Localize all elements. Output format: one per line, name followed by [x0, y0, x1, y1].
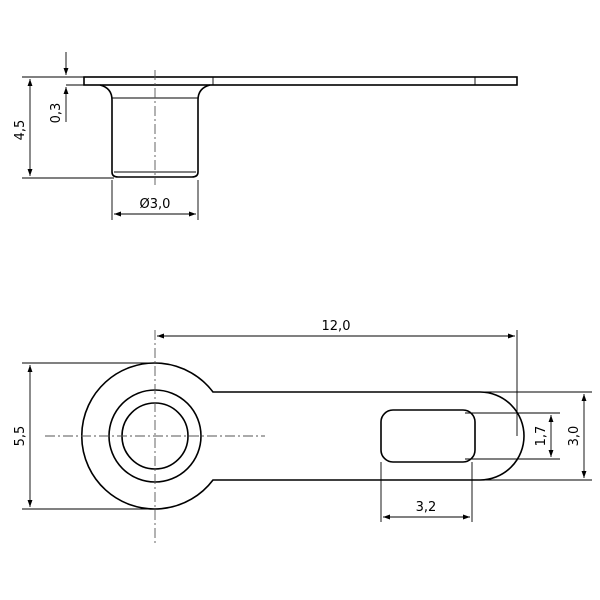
side-plate [83, 76, 518, 86]
dim-slot-length: 3,2 [380, 462, 473, 522]
dim-width-label: 5,5 [13, 426, 28, 447]
dim-height: 4,5 [13, 76, 114, 179]
dim-diameter: Ø3,0 [111, 180, 199, 220]
dim-end-height-label: 3,0 [567, 426, 582, 447]
dim-width: 5,5 [13, 362, 150, 510]
dim-diameter-label: Ø3,0 [140, 197, 171, 212]
dim-end-height: 3,0 [482, 391, 592, 481]
top-outline [80, 362, 525, 510]
dim-thickness: 0,3 [49, 52, 84, 123]
side-view: 4,5 0,3 Ø3,0 [13, 52, 518, 220]
dim-thickness-label: 0,3 [49, 103, 64, 124]
dim-slot-height: 1,7 [465, 412, 560, 460]
dim-slot-height-label: 1,7 [534, 426, 549, 447]
side-sleeve [99, 84, 211, 178]
dim-slot-length-label: 3,2 [416, 500, 437, 515]
top-view: 12,0 5,5 1,7 3,0 3,2 [13, 319, 592, 545]
dim-length-label: 12,0 [322, 319, 351, 334]
slot [380, 409, 476, 463]
dim-length: 12,0 [157, 319, 518, 436]
dim-height-label: 4,5 [13, 120, 28, 141]
